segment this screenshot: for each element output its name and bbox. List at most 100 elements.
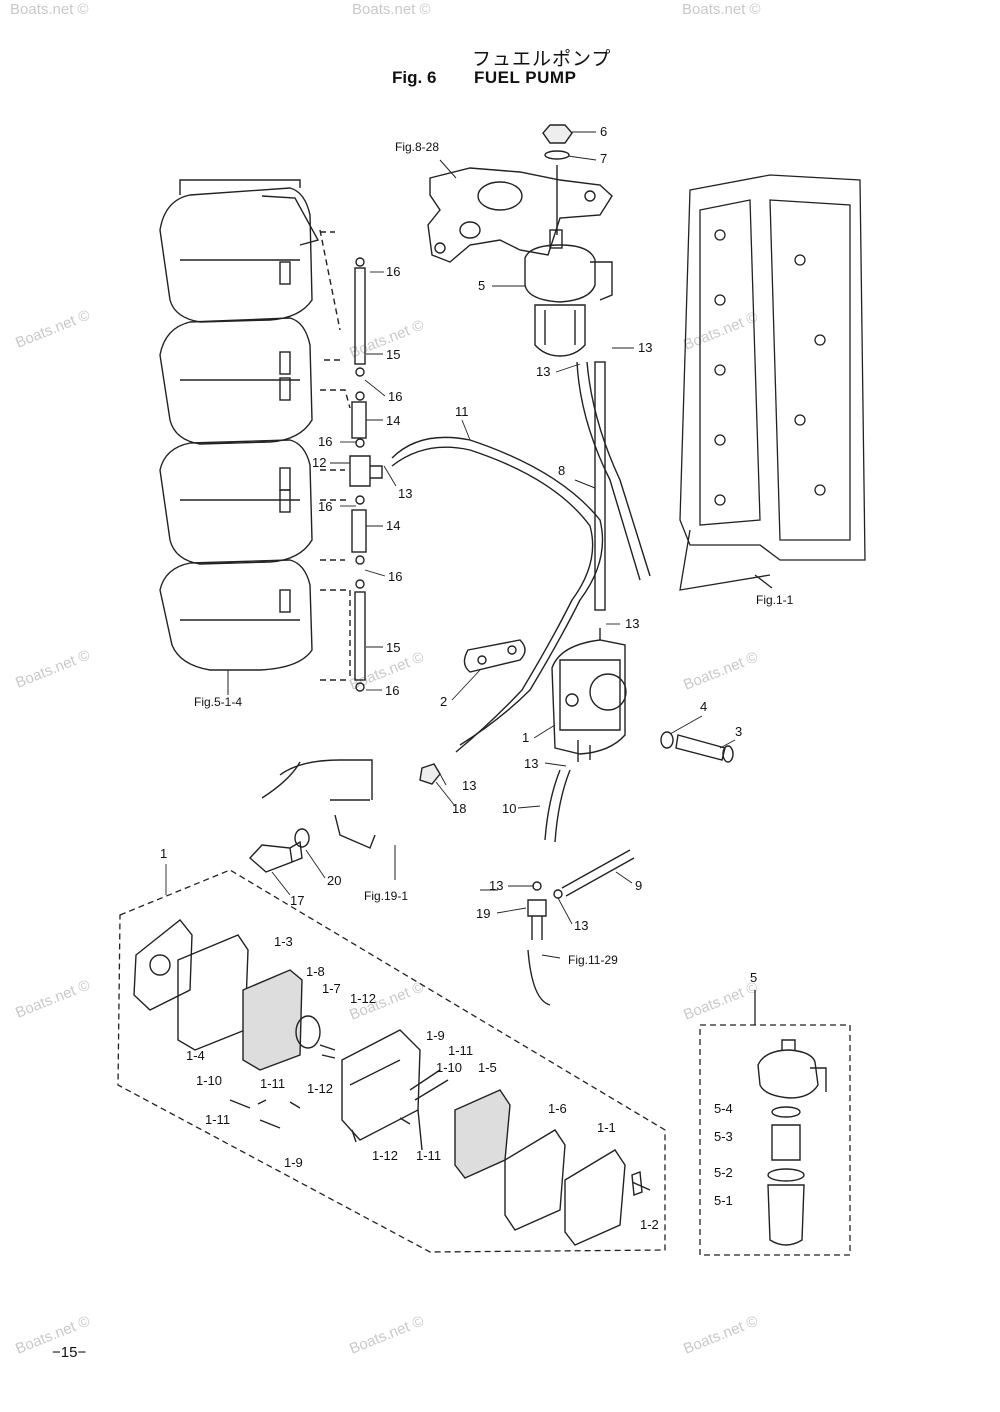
figure-number: Fig. 6 bbox=[392, 68, 437, 87]
watermark: Boats.net © bbox=[347, 1312, 426, 1357]
callout-10: 10 bbox=[502, 801, 516, 816]
callout-1-2: 1-2 bbox=[640, 1217, 659, 1232]
callout-13: 13 bbox=[489, 878, 503, 893]
callout-13: 13 bbox=[625, 616, 639, 631]
callout-14: 14 bbox=[386, 518, 400, 533]
callout-7: 7 bbox=[600, 151, 607, 166]
callout-1-7: 1-7 bbox=[322, 981, 341, 996]
callout-1-4: 1-4 bbox=[186, 1048, 205, 1063]
callout-5: 5 bbox=[478, 278, 485, 293]
part-callouts: 6 7 5 13 13 13 13 13 13 13 16 16 16 16 1… bbox=[160, 124, 757, 1232]
ref-fig-8-28: Fig.8-28 bbox=[395, 140, 439, 154]
watermark: Boats.net © bbox=[682, 1, 761, 18]
figure-title: FUEL PUMP bbox=[474, 68, 577, 87]
callout-1: 1 bbox=[522, 730, 529, 745]
callout-16: 16 bbox=[386, 264, 400, 279]
callout-18: 18 bbox=[452, 801, 466, 816]
callout-1-11: 1-11 bbox=[205, 1112, 230, 1127]
callout-11: 11 bbox=[455, 404, 469, 419]
cylinder-block-illustration bbox=[159, 179, 351, 681]
callout-2: 2 bbox=[440, 694, 447, 709]
callout-1-9: 1-9 bbox=[284, 1155, 303, 1170]
callout-1-10: 1-10 bbox=[436, 1060, 462, 1075]
callout-1-9: 1-9 bbox=[426, 1028, 445, 1043]
callout-15: 15 bbox=[386, 347, 400, 362]
bracket-illustration bbox=[427, 167, 613, 263]
callout-5-4: 5-4 bbox=[714, 1101, 733, 1116]
callout-leaders bbox=[165, 131, 736, 925]
leader-line bbox=[574, 479, 596, 489]
pump-exploded-parts bbox=[133, 919, 651, 1246]
callout-16: 16 bbox=[318, 499, 332, 514]
ref-fig-11-29: Fig.11-29 bbox=[568, 953, 618, 967]
callout-16: 16 bbox=[388, 569, 402, 584]
ref-fig-1-1: Fig.1-1 bbox=[756, 593, 794, 607]
leader-line bbox=[439, 159, 457, 179]
callout-1-1: 1-1 bbox=[597, 1120, 616, 1135]
fittings-illustration bbox=[248, 759, 441, 873]
callout-17: 17 bbox=[290, 893, 304, 908]
callout-1-8: 1-8 bbox=[306, 964, 325, 979]
title-japanese: フュエルポンプ bbox=[472, 48, 612, 70]
watermark: Boats.net © bbox=[352, 1, 431, 18]
hose-routing bbox=[391, 361, 651, 897]
callout-16: 16 bbox=[385, 683, 399, 698]
callout-6: 6 bbox=[600, 124, 607, 139]
callout-5-2: 5-2 bbox=[714, 1165, 733, 1180]
callout-1-11: 1-11 bbox=[416, 1148, 441, 1163]
watermark: Boats.net © bbox=[13, 306, 92, 351]
callout-13: 13 bbox=[638, 340, 652, 355]
ref-fig-5-1-4: Fig.5-1-4 bbox=[194, 695, 242, 709]
callout-13: 13 bbox=[574, 918, 588, 933]
crankcase-illustration bbox=[679, 174, 866, 591]
bolt-illustration bbox=[660, 731, 734, 763]
callout-1-12: 1-12 bbox=[307, 1081, 333, 1096]
callout-13: 13 bbox=[462, 778, 476, 793]
callout-1-assembly: 1 bbox=[160, 846, 167, 861]
callout-12: 12 bbox=[312, 455, 326, 470]
hose-stack bbox=[349, 257, 383, 692]
watermark: Boats.net © bbox=[681, 648, 760, 693]
callout-13: 13 bbox=[536, 364, 550, 379]
callout-1-10: 1-10 bbox=[196, 1073, 222, 1088]
page-number: −15− bbox=[52, 1344, 87, 1361]
callout-1-11: 1-11 bbox=[260, 1076, 285, 1091]
callout-9: 9 bbox=[635, 878, 642, 893]
callout-5-1: 5-1 bbox=[714, 1193, 733, 1208]
watermark: Boats.net © bbox=[10, 1, 89, 18]
callout-1-11: 1-11 bbox=[448, 1043, 473, 1058]
callout-1-6: 1-6 bbox=[548, 1101, 567, 1116]
callout-20: 20 bbox=[327, 873, 341, 888]
ref-fig-19-1: Fig.19-1 bbox=[364, 889, 408, 903]
fuel-filter-illustration bbox=[524, 124, 613, 357]
watermark: Boats.net © bbox=[13, 646, 92, 691]
reference-leaders bbox=[227, 670, 561, 959]
callout-4: 4 bbox=[700, 699, 707, 714]
fuel-pump-illustration bbox=[551, 628, 627, 762]
gasket-illustration bbox=[463, 639, 526, 673]
callout-15: 15 bbox=[386, 640, 400, 655]
pump-exploded-frame bbox=[117, 869, 666, 1253]
callout-5-3: 5-3 bbox=[714, 1129, 733, 1144]
callout-13: 13 bbox=[398, 486, 412, 501]
callout-3: 3 bbox=[735, 724, 742, 739]
callout-1-5: 1-5 bbox=[478, 1060, 497, 1075]
watermark: Boats.net © bbox=[13, 976, 92, 1021]
watermark: Boats.net © bbox=[681, 1312, 760, 1357]
callout-14: 14 bbox=[386, 413, 400, 428]
callout-8: 8 bbox=[558, 463, 565, 478]
watermark: Boats.net © bbox=[681, 308, 760, 353]
callout-13: 13 bbox=[524, 756, 538, 771]
callout-1-12: 1-12 bbox=[372, 1148, 398, 1163]
callout-19: 19 bbox=[476, 906, 490, 921]
filter-inset-frame bbox=[699, 990, 851, 1256]
callout-5-inset: 5 bbox=[750, 970, 757, 985]
watermark: Boats.net © bbox=[681, 978, 760, 1023]
tee-fitting-illustration bbox=[527, 881, 563, 1006]
filter-inset-parts bbox=[757, 1039, 827, 1246]
callout-16: 16 bbox=[318, 434, 332, 449]
callout-16: 16 bbox=[388, 389, 402, 404]
callout-1-3: 1-3 bbox=[274, 934, 293, 949]
callout-1-12: 1-12 bbox=[350, 991, 376, 1006]
